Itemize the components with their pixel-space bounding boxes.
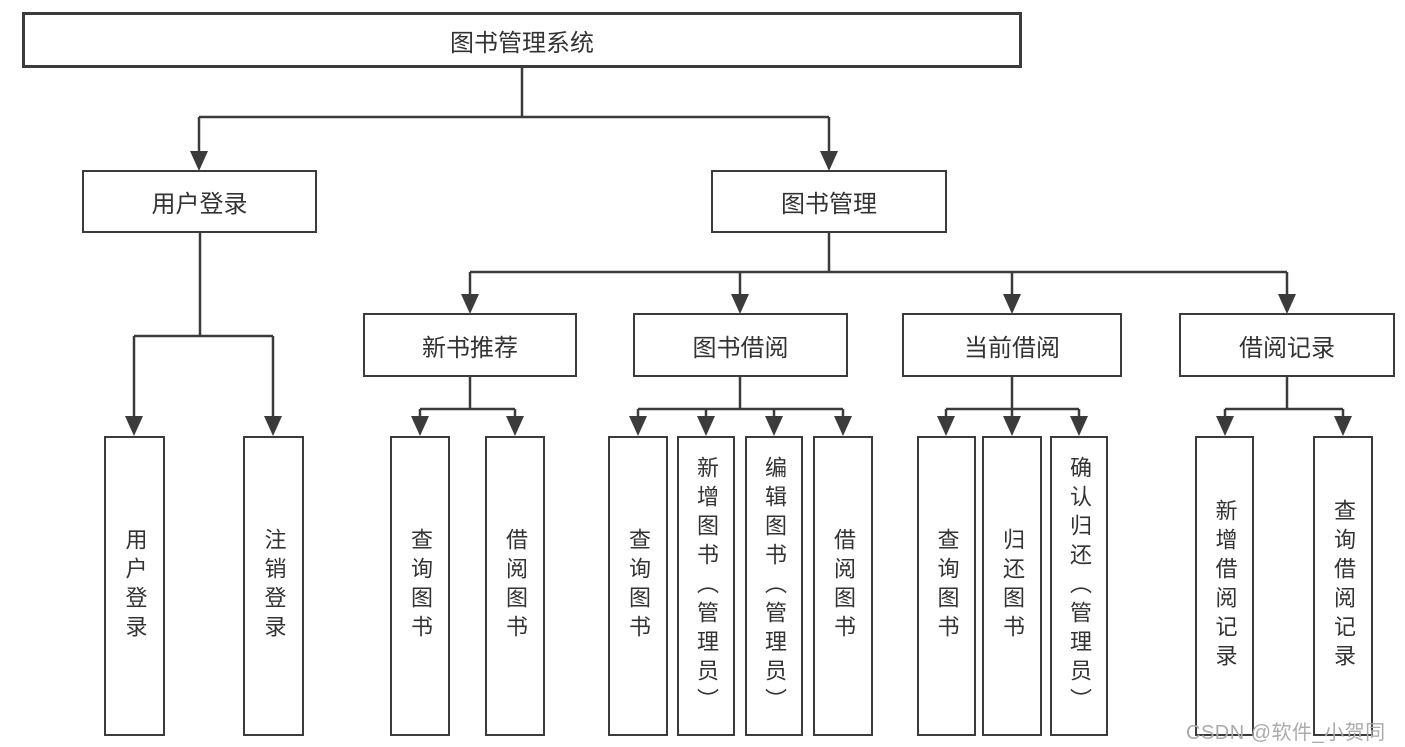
node-leaf-add-book-admin: 新增图书（管理员） [677,436,735,736]
node-leaf-query-books-2: 查询图书 [608,436,668,736]
csdn-watermark: CSDN @软件_小贺同学 [1186,722,1386,744]
node-leaf-borrow-books-2: 借阅图书 [813,436,873,736]
node-user-login: 用户登录 [82,170,317,233]
node-leaf-query-books-3: 查询图书 [917,436,976,736]
node-leaf-query-borrow-record: 查询借阅记录 [1313,436,1373,736]
node-book-borrow: 图书借阅 [633,313,848,377]
node-root-system: 图书管理系统 [22,12,1022,68]
node-current-borrow: 当前借阅 [902,313,1122,377]
node-book-management: 图书管理 [711,170,947,233]
node-leaf-edit-book-admin: 编辑图书（管理员） [745,436,803,736]
node-leaf-confirm-return-admin: 确认归还（管理员） [1050,436,1108,736]
node-leaf-query-books-1: 查询图书 [390,436,450,736]
node-leaf-return-books: 归还图书 [982,436,1042,736]
node-leaf-add-borrow-record: 新增借阅记录 [1195,436,1254,736]
node-leaf-logout: 注销登录 [243,436,304,736]
node-borrow-records: 借阅记录 [1179,313,1395,377]
node-leaf-user-login: 用户登录 [104,436,165,736]
node-leaf-borrow-books-1: 借阅图书 [485,436,545,736]
node-new-book-recommend: 新书推荐 [363,313,577,377]
